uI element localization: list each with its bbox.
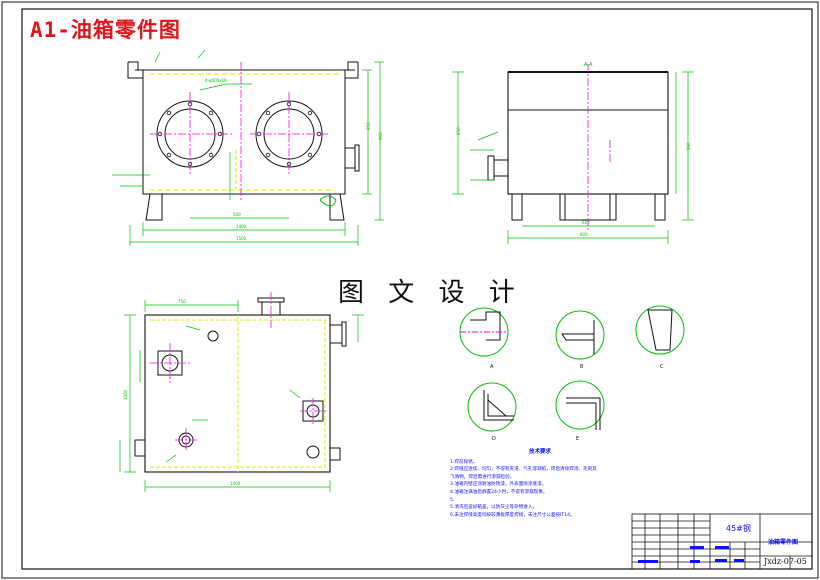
svg-text:1000: 1000 <box>123 389 128 400</box>
note-line: 飞溅物，焊后需进行渗漏检验。 <box>450 474 515 480</box>
svg-text:850: 850 <box>366 122 371 130</box>
detail-label-d: D <box>492 436 496 442</box>
svg-text:960: 960 <box>686 142 691 150</box>
svg-text:4-φ500x16: 4-φ500x16 <box>205 78 227 83</box>
note-line: 4.油箱注满油后静置24小时，不得有渗漏现象。 <box>450 489 548 495</box>
drawing-title: A1-油箱零件图 <box>30 18 181 42</box>
detail-views <box>459 305 685 432</box>
svg-text:960: 960 <box>378 132 383 140</box>
note-line: 3.油箱内壁应涂耐油防锈漆，外表面喷涂底漆。 <box>450 482 547 488</box>
note-line: 2.焊缝应连续、均匀，不得有夹渣、气孔等缺陷，焊后清除焊渣、毛刺及 <box>450 467 597 473</box>
svg-text:1500: 1500 <box>236 236 247 241</box>
detail-label-b: B <box>580 364 584 370</box>
svg-text:800: 800 <box>580 232 588 237</box>
svg-text:1400: 1400 <box>236 224 247 229</box>
svg-text:750: 750 <box>178 299 186 304</box>
title-block-material: 45#钢 <box>726 524 751 533</box>
note-line: 5. <box>450 497 455 503</box>
title-block-drawing-name: 油箱零件图 <box>768 539 799 546</box>
watermark-text: 图 文 设 计 <box>338 278 523 308</box>
svg-text:620: 620 <box>582 220 590 225</box>
note-line: 1.焊前除锈。 <box>450 459 478 465</box>
technical-notes: 技术要求 1.焊前除锈。 2.焊缝应连续、均匀，不得有夹渣、气孔等缺陷，焊后清除… <box>450 449 630 519</box>
section-view: 800 620 850 960 A-A <box>452 62 694 244</box>
section-label: A-A <box>584 62 593 68</box>
technical-notes-heading: 技术要求 <box>528 449 551 455</box>
front-view: 1400 1500 500 850 960 4-φ500x16 <box>112 49 384 246</box>
svg-text:850: 850 <box>456 127 461 135</box>
title-block-drawing-code: Jxdz-07-05 <box>764 557 807 566</box>
note-line: 5.清洗后盖好箱盖，以防灰尘等杂物进入。 <box>450 505 538 511</box>
inner-border <box>21 8 813 570</box>
detail-label-e: E <box>576 436 579 442</box>
detail-label-c: C <box>660 364 664 370</box>
note-line: 6.未注焊缝高度均按较薄板厚度焊接，未注尺寸公差按IT14。 <box>450 512 575 518</box>
svg-text:500: 500 <box>233 212 241 217</box>
detail-label-a: A <box>490 364 494 370</box>
svg-text:1400: 1400 <box>230 481 241 486</box>
top-view: 750 1400 1000 <box>119 292 364 492</box>
